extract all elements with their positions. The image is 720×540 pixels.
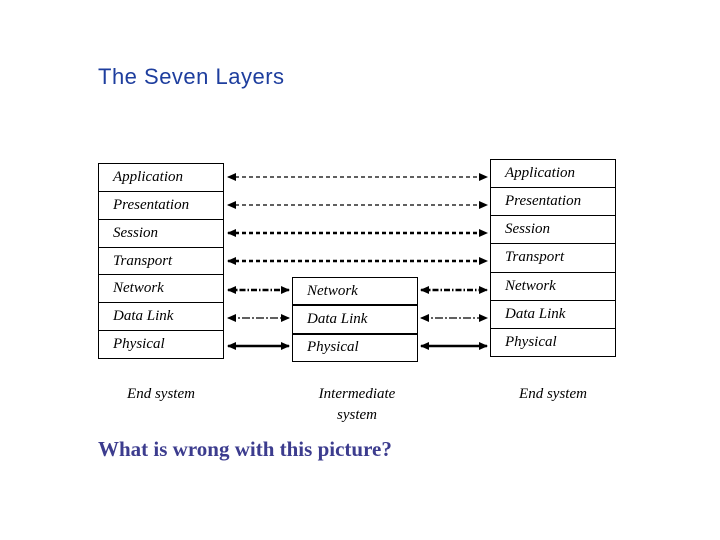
intermediate-system-stack: Network Data Link Physical (292, 277, 418, 362)
layer-box-presentation: Presentation (99, 192, 223, 220)
end-system-right-stack: Application Presentation Session Transpo… (490, 159, 616, 357)
layer-box-physical: Physical (113, 336, 165, 353)
layer-box-datalink: Data Link (293, 306, 417, 335)
layer-box-network: Network (491, 273, 615, 301)
end-system-right-label: End system (519, 386, 587, 402)
end-system-left-stack: Application Presentation Session Transpo… (98, 163, 224, 359)
layer-box-datalink: Data Link (99, 303, 223, 332)
layer-box-physical: Physical (505, 333, 557, 350)
layer-box-application: Application (99, 164, 223, 192)
layer-box-transport: Transport (491, 244, 615, 273)
layer-box-physical: Physical (307, 339, 359, 356)
layer-box-network: Network (293, 278, 417, 307)
intermediate-system-label: Intermediate system (318, 386, 396, 423)
slide-title: The Seven Layers (98, 64, 285, 89)
layer-box-network: Network (99, 275, 223, 304)
layer-box-transport: Transport (99, 248, 223, 276)
end-system-left-label: End system (127, 386, 195, 402)
layer-box-session: Session (491, 216, 615, 245)
layer-box-datalink: Data Link (491, 301, 615, 329)
layer-box-session: Session (99, 220, 223, 248)
question-text: What is wrong with this picture? (98, 437, 392, 461)
layer-box-presentation: Presentation (491, 188, 615, 217)
layer-box-application: Application (491, 160, 615, 189)
